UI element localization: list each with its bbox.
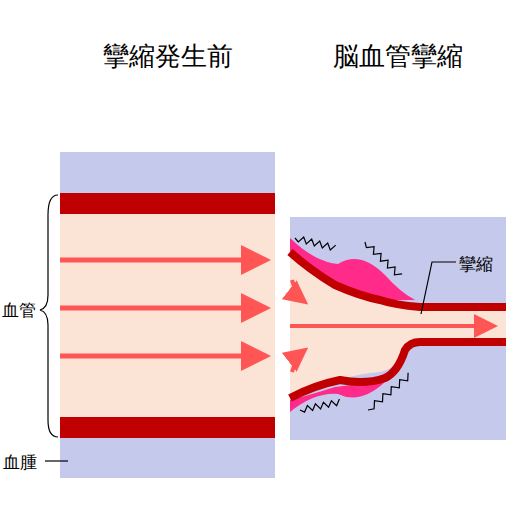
part-label: 血腫 bbox=[3, 453, 37, 472]
panel-heading: 攣縮発生前 bbox=[103, 42, 233, 71]
tissue-ground bbox=[60, 152, 275, 478]
bracket bbox=[40, 195, 58, 437]
zigzag bbox=[368, 373, 408, 410]
callout-label: 攣縮 bbox=[459, 255, 493, 274]
zigzag bbox=[300, 399, 339, 412]
vessel-wall bbox=[60, 417, 275, 438]
panel-heading: 脳血管攣縮 bbox=[333, 42, 463, 71]
zigzag bbox=[365, 242, 402, 275]
vessel-wall bbox=[290, 342, 506, 398]
part-label: 血管 bbox=[2, 301, 36, 320]
leader-line bbox=[45, 460, 68, 461]
zigzag bbox=[295, 237, 336, 250]
vessel-wall bbox=[60, 193, 275, 214]
tissue-ground bbox=[290, 217, 506, 440]
vessel-lumen bbox=[60, 203, 275, 429]
zigzag bbox=[295, 237, 408, 412]
vessel-wall bbox=[290, 252, 506, 307]
leader-line bbox=[421, 262, 456, 314]
